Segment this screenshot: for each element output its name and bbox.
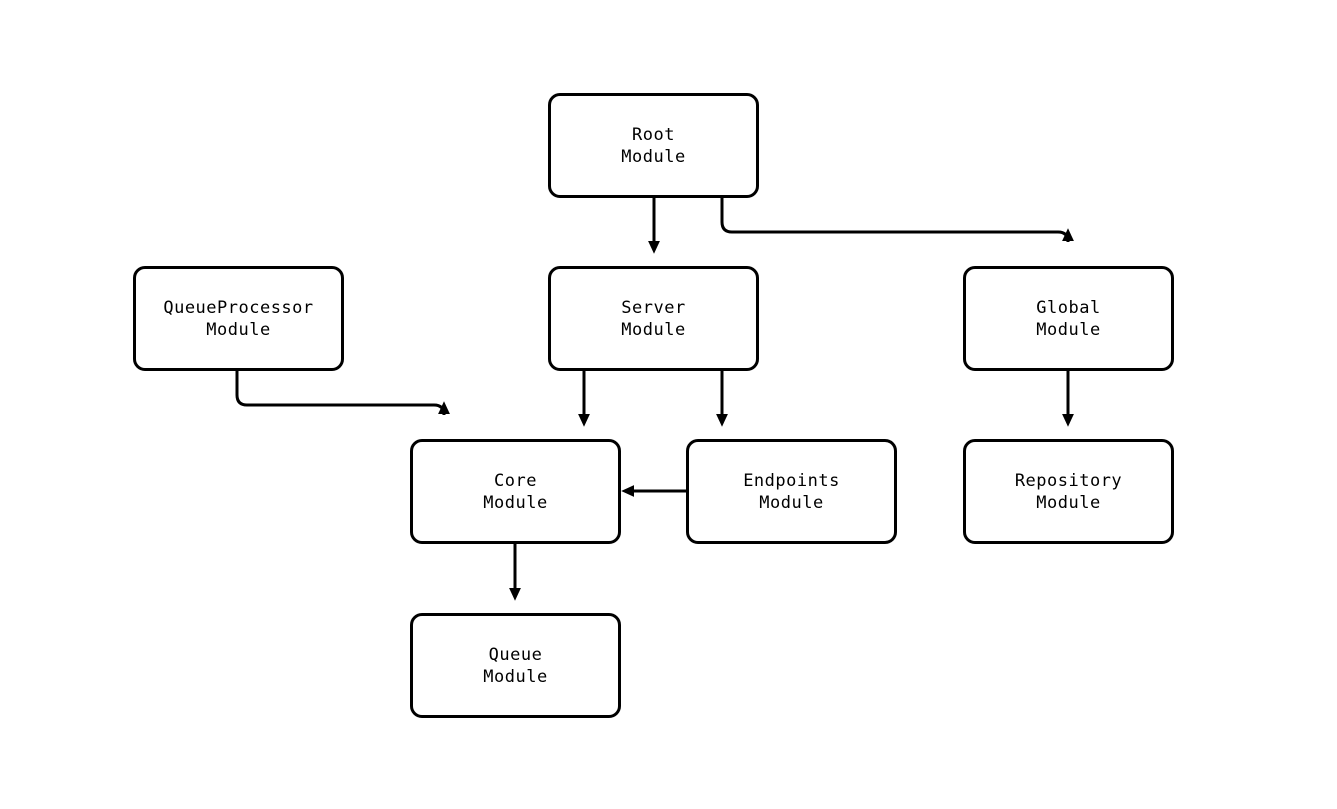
edge-root-to-global-path — [720, 198, 1074, 243]
node-global-line2: Module — [1036, 319, 1101, 340]
node-queue-line1: Queue — [488, 644, 543, 665]
node-queue[interactable]: Queue Module — [410, 613, 621, 718]
node-queueprocessor-line2: Module — [206, 319, 271, 340]
node-core-line1: Core — [494, 470, 537, 491]
node-endpoints-line2: Module — [759, 492, 824, 513]
node-queueprocessor[interactable]: QueueProcessor Module — [133, 266, 344, 371]
node-global-line1: Global — [1036, 297, 1101, 318]
node-root-line1: Root — [632, 124, 675, 145]
node-queue-line2: Module — [483, 666, 548, 687]
node-root-line2: Module — [621, 146, 686, 167]
node-repository-line2: Module — [1036, 492, 1101, 513]
node-repository-line1: Repository — [1014, 470, 1123, 491]
node-repository[interactable]: Repository Module — [963, 439, 1174, 544]
node-server[interactable]: Server Module — [548, 266, 759, 371]
node-endpoints-line1: Endpoints — [743, 470, 840, 491]
edge-queueprocessor-to-core-path — [235, 371, 450, 416]
node-endpoints[interactable]: Endpoints Module — [686, 439, 897, 544]
edge-root-to-global — [720, 198, 1074, 243]
edge-queueprocessor-to-core — [235, 371, 450, 416]
node-core[interactable]: Core Module — [410, 439, 621, 544]
node-queueprocessor-line1: QueueProcessor — [163, 297, 314, 318]
node-core-line2: Module — [483, 492, 548, 513]
node-root[interactable]: Root Module — [548, 93, 759, 198]
node-server-line2: Module — [621, 319, 686, 340]
node-server-line1: Server — [621, 297, 686, 318]
node-global[interactable]: Global Module — [963, 266, 1174, 371]
